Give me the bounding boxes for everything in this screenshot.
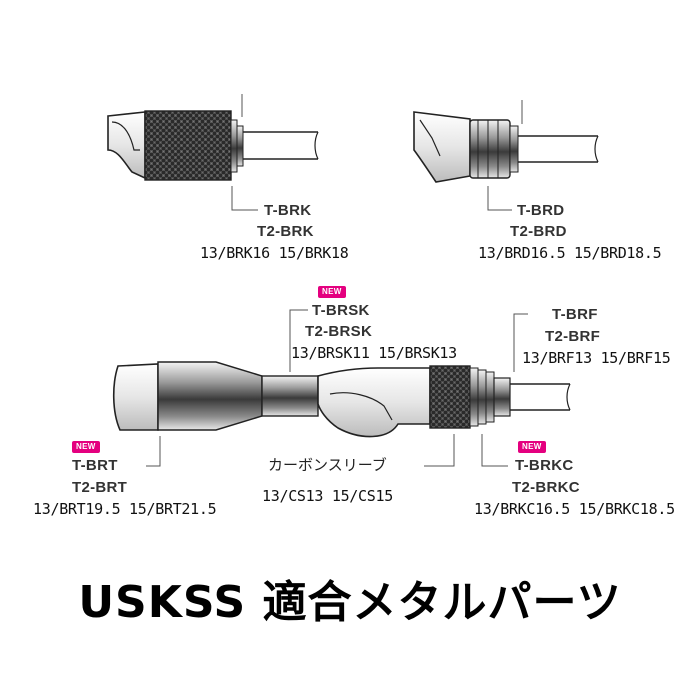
brsk-sizes: 13/BRSK11 15/BRSK13 (291, 344, 457, 362)
carbon-sleeve-label: カーボンスリーブ (268, 456, 387, 474)
brf-code-2: T2-BRF (545, 328, 601, 345)
brt-code-1: T-BRT (72, 457, 118, 474)
brkc-code-2: T2-BRKC (512, 479, 580, 496)
brk-code-1: T-BRK (264, 202, 312, 219)
brk-sizes: 13/BRK16 15/BRK18 (200, 244, 349, 262)
brsk-new-badge: NEW (318, 286, 346, 298)
brsk-code-1: T-BRSK (312, 302, 370, 319)
brkc-new-badge: NEW (518, 441, 546, 453)
brkc-sizes: 13/BRKC16.5 15/BRKC18.5 (474, 500, 675, 518)
brsk-code-2: T2-BRSK (305, 323, 373, 340)
brt-code-2: T2-BRT (72, 479, 128, 496)
brf-code-1: T-BRF (552, 306, 598, 323)
brkc-code-1: T-BRKC (515, 457, 574, 474)
brd-leader (487, 186, 512, 211)
carbon-sleeve-sizes: 13/CS13 15/CS15 (262, 487, 393, 505)
brd-code-2: T2-BRD (510, 223, 567, 240)
brk-assembly (107, 94, 319, 181)
brd-assembly (413, 100, 599, 183)
brk-code-2: T2-BRK (257, 223, 314, 240)
brd-sizes: 13/BRD16.5 15/BRD18.5 (478, 244, 662, 262)
brt-new-badge: NEW (72, 441, 100, 453)
brk-leader (231, 186, 258, 211)
brd-code-1: T-BRD (517, 202, 565, 219)
page-title: USKSS 適合メタルパーツ (78, 577, 622, 628)
main-assembly (112, 309, 571, 467)
brt-sizes: 13/BRT19.5 15/BRT21.5 (33, 500, 217, 518)
brf-sizes: 13/BRF13 15/BRF15 (522, 349, 671, 367)
